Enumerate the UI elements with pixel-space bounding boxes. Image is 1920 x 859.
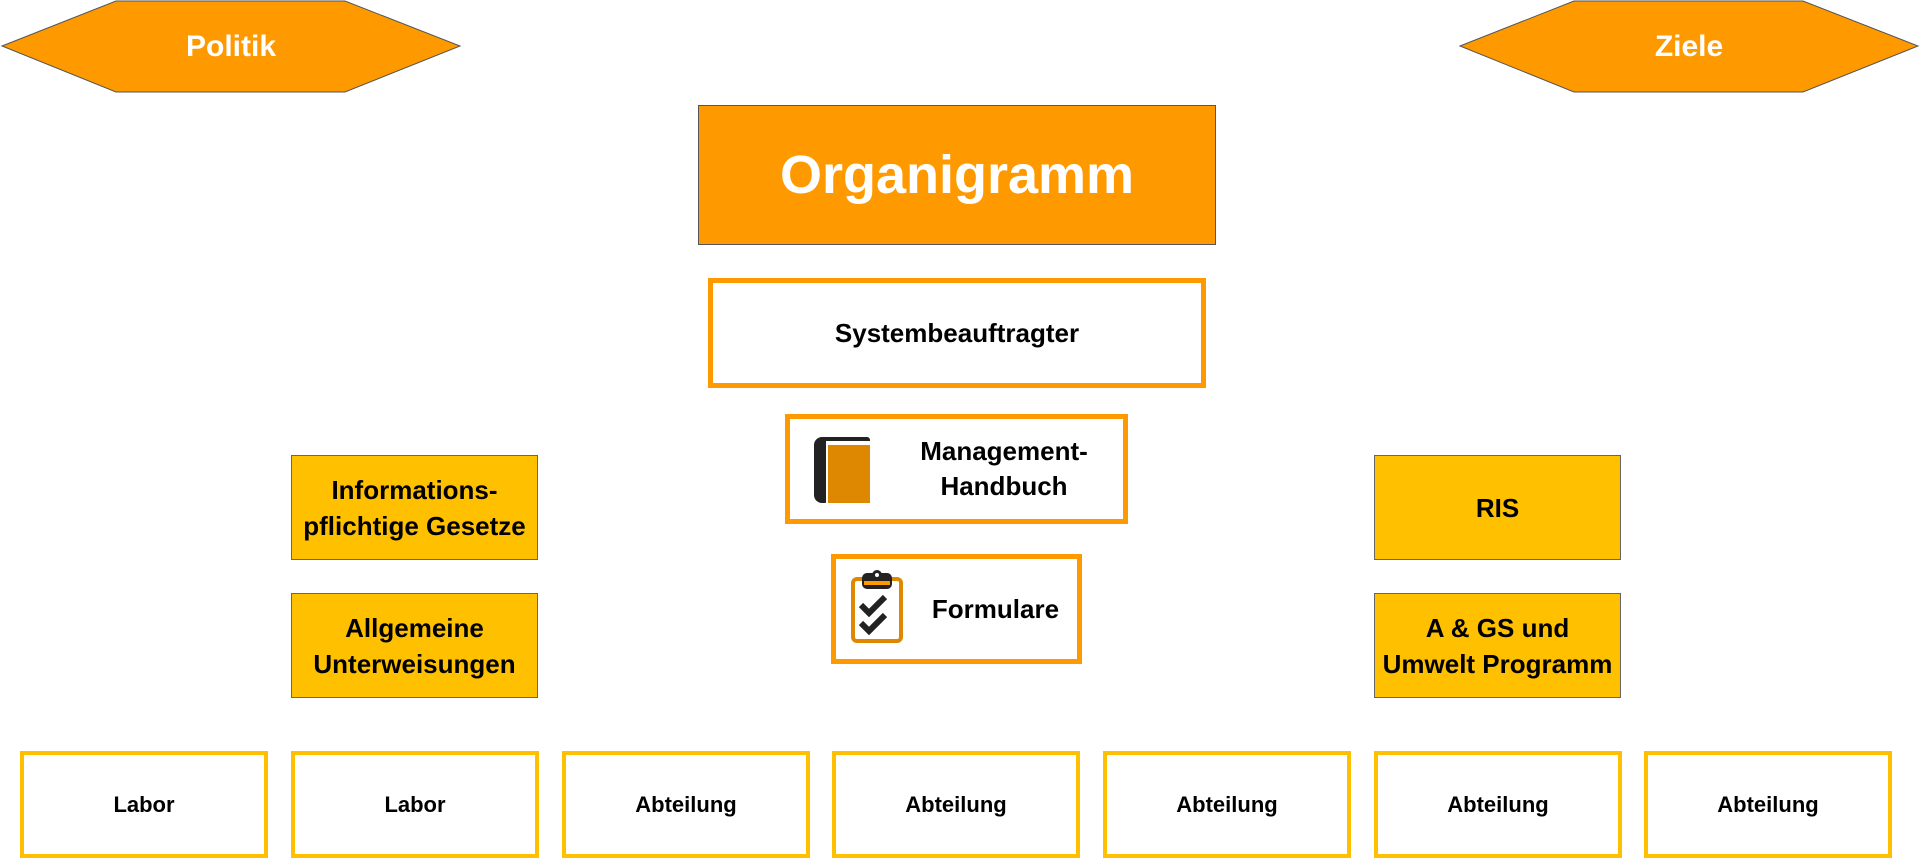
systembeauftragter-box[interactable]: Systembeauftragter — [708, 278, 1206, 388]
ziele-hexagon-shape — [1458, 0, 1920, 93]
ziele-label: Ziele — [1654, 29, 1724, 63]
management-handbuch-label: Management- Handbuch — [920, 436, 1088, 501]
bottom-box-label: Abteilung — [1176, 791, 1278, 817]
clipboard-check-icon — [850, 569, 904, 650]
politik-hexagon-shape — [0, 0, 462, 93]
a-gs-umwelt-programm-box[interactable]: A & GS und Umwelt Programm — [1374, 593, 1621, 698]
ris-label: RIS — [1475, 492, 1520, 523]
organigramm-title-box[interactable]: Organigramm — [698, 105, 1216, 245]
a-gs-umwelt-programm-label: A & GS und Umwelt Programm — [1382, 612, 1613, 679]
management-handbuch-box[interactable]: Management- Handbuch — [785, 414, 1128, 524]
informationspflichtige-gesetze-label: Informations- pflichtige Gesetze — [303, 474, 526, 541]
formulare-label: Formulare — [931, 593, 1060, 624]
politik-label: Politik — [185, 29, 276, 63]
allgemeine-unterweisungen-box[interactable]: Allgemeine Unterweisungen — [291, 593, 538, 698]
bottom-box-label: Abteilung — [1447, 791, 1549, 817]
bottom-box-label: Abteilung — [905, 791, 1007, 817]
bottom-box-abteilung-1[interactable]: Abteilung — [562, 751, 810, 858]
bottom-box-abteilung-3[interactable]: Abteilung — [1103, 751, 1351, 858]
ris-box[interactable]: RIS — [1374, 455, 1621, 560]
systembeauftragter-label: Systembeauftragter — [834, 317, 1080, 348]
bottom-box-abteilung-5[interactable]: Abteilung — [1644, 751, 1892, 858]
ziele-hexagon[interactable]: Ziele — [1458, 0, 1920, 93]
book-icon — [812, 435, 874, 510]
bottom-box-abteilung-4[interactable]: Abteilung — [1374, 751, 1622, 858]
bottom-box-label: Abteilung — [635, 791, 737, 817]
allgemeine-unterweisungen-label: Allgemeine Unterweisungen — [313, 612, 516, 679]
bottom-box-label: Abteilung — [1717, 791, 1819, 817]
page-title: Organigramm — [779, 145, 1135, 205]
formulare-box[interactable]: Formulare — [831, 554, 1082, 664]
bottom-box-labor-1[interactable]: Labor — [20, 751, 268, 858]
politik-hexagon[interactable]: Politik — [0, 0, 462, 93]
bottom-box-abteilung-2[interactable]: Abteilung — [832, 751, 1080, 858]
bottom-box-label: Labor — [384, 791, 446, 817]
bottom-box-label: Labor — [113, 791, 175, 817]
bottom-box-labor-2[interactable]: Labor — [291, 751, 539, 858]
informationspflichtige-gesetze-box[interactable]: Informations- pflichtige Gesetze — [291, 455, 538, 560]
